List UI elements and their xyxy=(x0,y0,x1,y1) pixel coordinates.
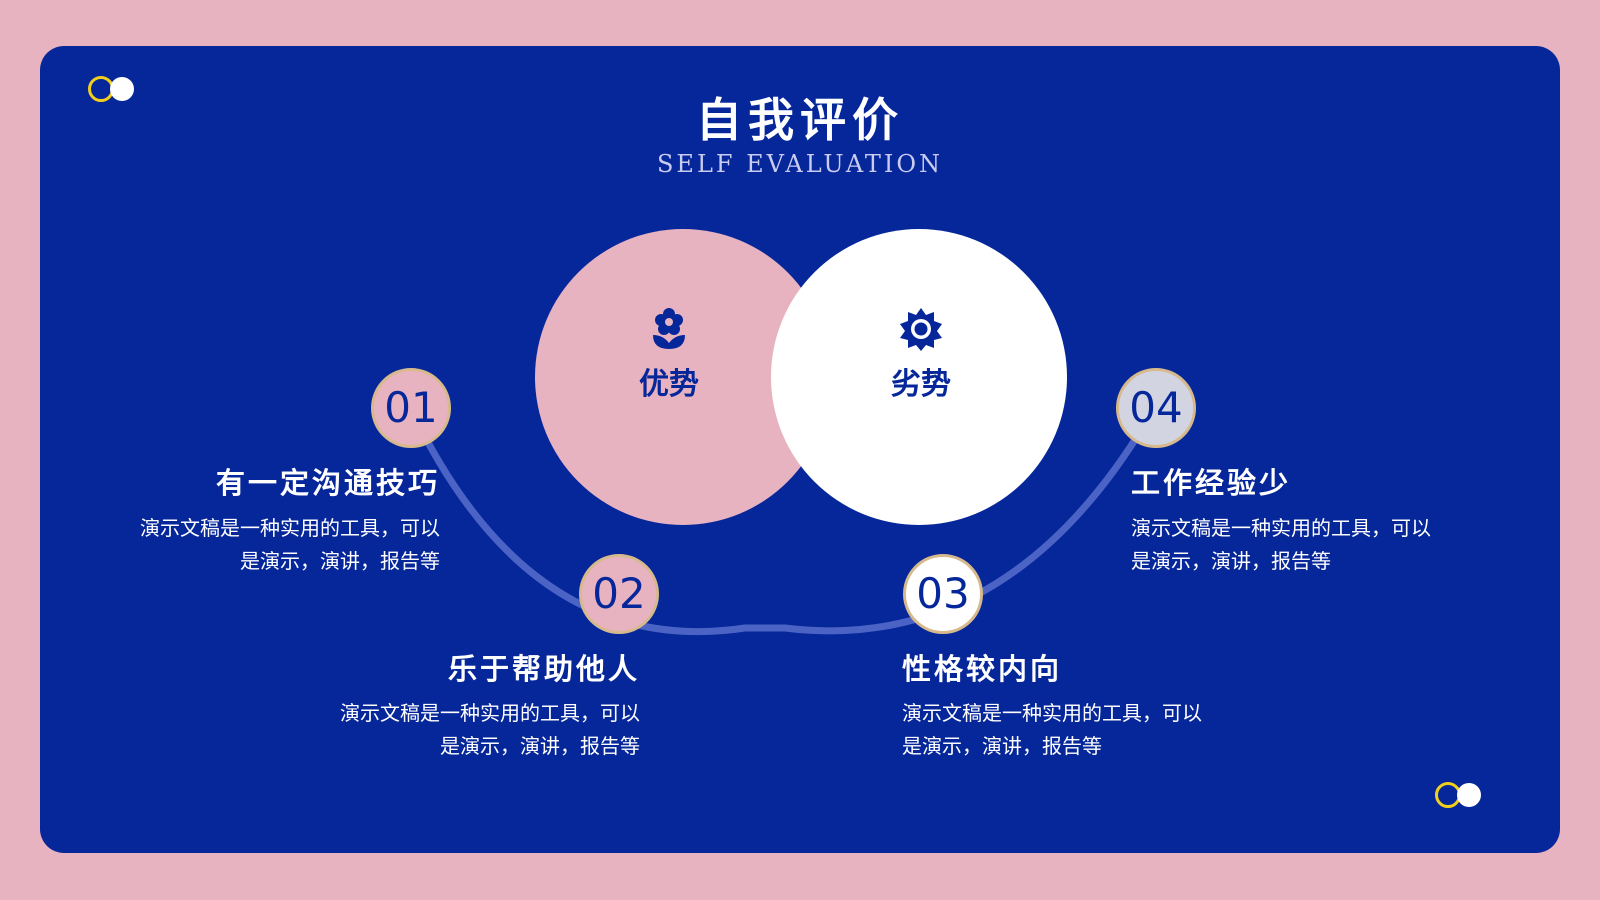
white-dot-icon xyxy=(110,77,134,101)
flower-icon xyxy=(653,308,685,349)
weaknesses-circle: 劣势 xyxy=(771,229,1067,525)
slide-panel: 自我评价 SELF EVALUATION 优势 xyxy=(40,46,1560,853)
item-01-title: 有一定沟通技巧 xyxy=(215,466,440,500)
item-02-description: 演示文稿是一种实用的工具，可以 是演示，演讲，报告等 xyxy=(300,697,640,763)
ring-dot-decoration-top-left xyxy=(88,76,138,104)
weaknesses-label: 劣势 xyxy=(891,367,951,402)
item-04-description: 演示文稿是一种实用的工具，可以 是演示，演讲，报告等 xyxy=(1131,512,1471,578)
connector-arc xyxy=(406,403,1159,635)
item-03-description: 演示文稿是一种实用的工具，可以 是演示，演讲，报告等 xyxy=(902,697,1242,763)
item-02-number-badge: 02 xyxy=(579,554,659,634)
item-02-description-line-1: 演示文稿是一种实用的工具，可以 xyxy=(340,701,640,725)
item-01-description-line-2: 是演示，演讲，报告等 xyxy=(240,549,440,573)
connector-arc-path xyxy=(406,403,1159,635)
item-04-title: 工作经验少 xyxy=(1131,466,1292,500)
item-04-number-badge: 04 xyxy=(1116,368,1196,448)
item-03-description-line-2: 是演示，演讲，报告等 xyxy=(902,734,1102,758)
item-03-description-line-1: 演示文稿是一种实用的工具，可以 xyxy=(902,701,1202,725)
page-title: 自我评价 xyxy=(696,93,904,147)
item-02-title: 乐于帮助他人 xyxy=(447,652,640,686)
item-01-description-line-1: 演示文稿是一种实用的工具，可以 xyxy=(140,516,440,540)
page-subtitle: SELF EVALUATION xyxy=(656,150,944,178)
weaknesses-content: 劣势 xyxy=(861,307,981,403)
item-04-description-line-2: 是演示，演讲，报告等 xyxy=(1131,549,1331,573)
item-02-description-line-2: 是演示，演讲，报告等 xyxy=(440,734,640,758)
item-04-description-line-1: 演示文稿是一种实用的工具，可以 xyxy=(1131,516,1431,540)
item-03-title: 性格较内向 xyxy=(902,652,1063,686)
item-01-number-badge: 01 xyxy=(371,368,451,448)
strengths-label: 优势 xyxy=(639,367,699,402)
ring-dot-decoration-bottom-right xyxy=(1435,782,1485,810)
gear-icon xyxy=(900,308,942,351)
item-01-description: 演示文稿是一种实用的工具，可以 是演示，演讲，报告等 xyxy=(100,512,440,578)
strengths-content: 优势 xyxy=(609,307,729,403)
white-dot-icon xyxy=(1457,783,1481,807)
item-03-number-badge: 03 xyxy=(903,554,983,634)
